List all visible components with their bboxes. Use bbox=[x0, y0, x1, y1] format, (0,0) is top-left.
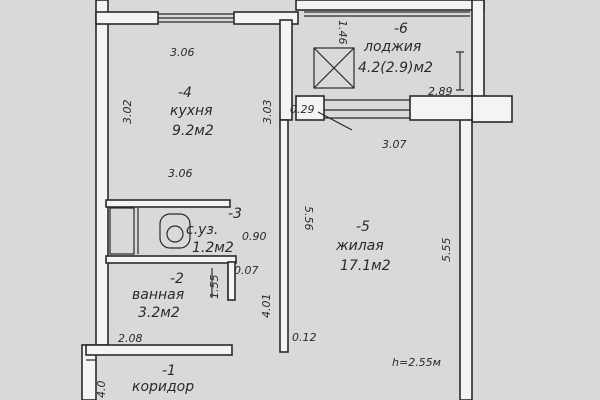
wall-left-outer bbox=[95, 0, 109, 346]
dim-living-width: 3.07 bbox=[382, 138, 407, 151]
wall-top-kitchen-left bbox=[95, 11, 159, 25]
wall-living-top-left bbox=[295, 95, 325, 121]
room-living-area: 17.1м2 bbox=[340, 258, 391, 274]
dim-kitchen-left: 3.02 bbox=[121, 99, 134, 125]
wall-wc-top bbox=[105, 199, 231, 208]
wall-living-left bbox=[279, 119, 289, 353]
dim-loggia-height: 1.46 bbox=[336, 20, 349, 45]
room-kitchen-name: кухня bbox=[170, 103, 213, 119]
dim-corridor-wall: 4.01 bbox=[260, 293, 273, 319]
room-wc-name: с.уз. bbox=[186, 222, 219, 238]
room-loggia-area: 4.2(2.9)м2 bbox=[358, 60, 433, 76]
dim-wc-width: 0.90 bbox=[242, 230, 267, 243]
room-corridor-number: -1 bbox=[162, 363, 176, 379]
dim-living-left: 5.56 bbox=[302, 206, 315, 231]
wall-loggia-right bbox=[471, 0, 485, 99]
dim-corridor-left: 4.0 bbox=[95, 380, 108, 399]
dim-wall-029: 0.29 bbox=[290, 103, 315, 116]
room-bath-name: ванная bbox=[132, 287, 185, 303]
room-wc-number: -3 bbox=[228, 206, 242, 222]
room-bath-number: -2 bbox=[170, 271, 184, 287]
ceiling-height: h=2.55м bbox=[392, 356, 441, 369]
dim-kitchen-bottom: 3.06 bbox=[168, 167, 193, 180]
wall-loggia-top bbox=[295, 0, 485, 11]
dim-living-right: 5.55 bbox=[440, 237, 453, 263]
dim-wc-gap: 0.07 bbox=[234, 264, 259, 277]
room-bath-area: 3.2м2 bbox=[138, 305, 180, 321]
wall-wc-bath bbox=[105, 255, 237, 264]
room-wc-area: 1.2м2 bbox=[192, 240, 234, 256]
room-living-number: -5 bbox=[356, 219, 370, 235]
toilet bbox=[159, 213, 191, 249]
dim-bath-height: 1.55 bbox=[208, 274, 221, 300]
room-loggia-name: лоджия bbox=[364, 39, 422, 55]
wc-niche bbox=[109, 207, 135, 255]
wall-right bbox=[459, 117, 473, 400]
room-kitchen-number: -4 bbox=[178, 85, 192, 101]
room-loggia-number: -6 bbox=[394, 21, 408, 37]
wall-right-jamb bbox=[471, 95, 513, 123]
dim-kitchen-right: 3.03 bbox=[261, 99, 274, 125]
wall-living-top-right bbox=[409, 95, 473, 121]
room-kitchen-area: 9.2м2 bbox=[172, 123, 214, 139]
room-living-name: жилая bbox=[336, 238, 384, 254]
room-corridor-name: коридор bbox=[132, 379, 195, 395]
wall-corridor-top bbox=[85, 344, 233, 356]
dim-loggia-depth: 2.89 bbox=[428, 85, 453, 98]
loggia-box bbox=[313, 47, 355, 89]
dim-bath-width: 2.08 bbox=[118, 332, 143, 345]
dim-kitchen-top: 3.06 bbox=[170, 46, 195, 59]
dim-wall-012: 0.12 bbox=[292, 331, 317, 344]
